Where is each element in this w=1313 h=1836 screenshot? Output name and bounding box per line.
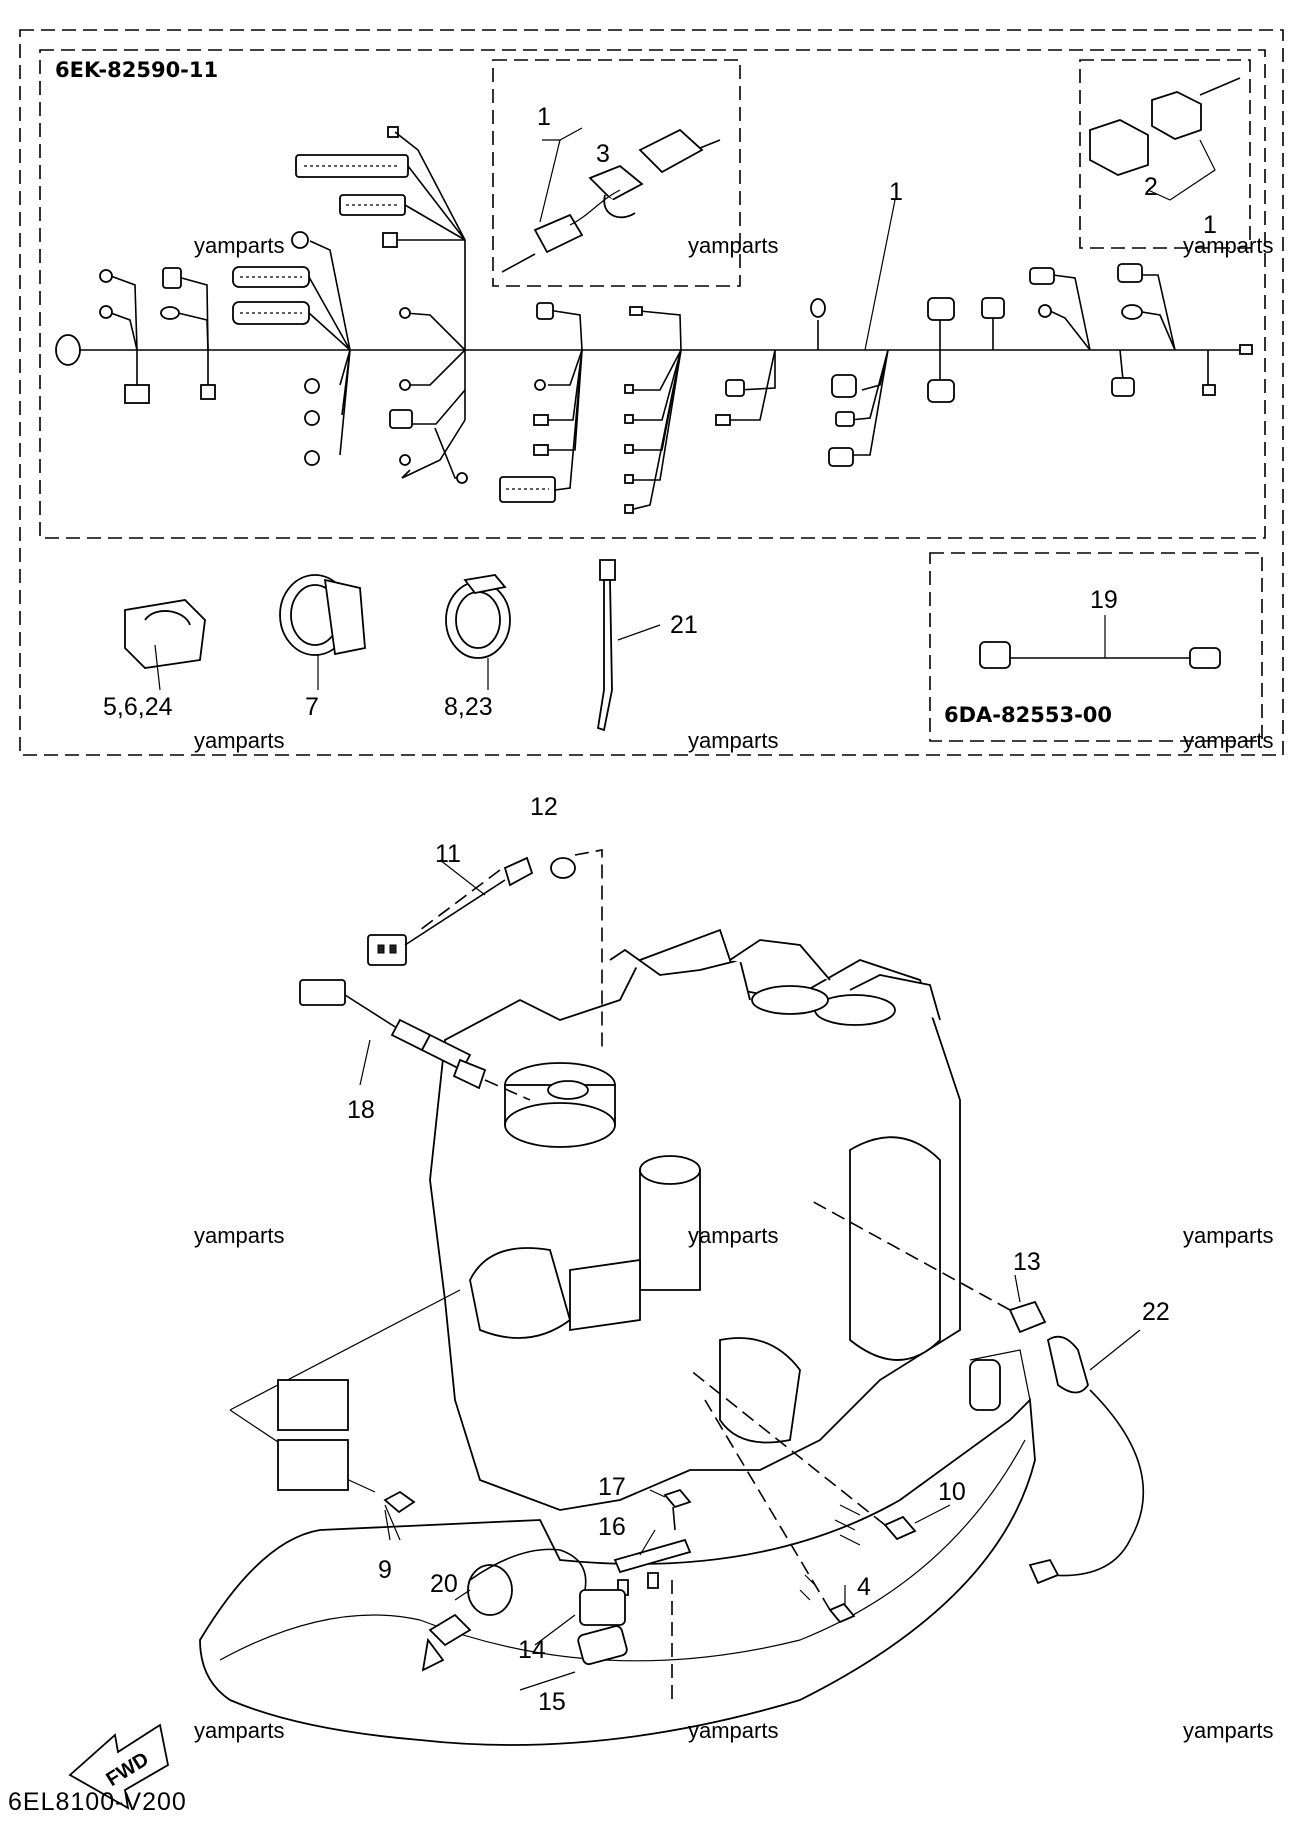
sensor-11: [367, 856, 534, 966]
bolt-9: [229, 1289, 461, 1541]
callout-12: 12: [530, 793, 558, 821]
watermark: yamparts: [1183, 1223, 1273, 1248]
harness-kit-code: 6EK-82590-11: [55, 58, 218, 82]
watermark: yamparts: [1183, 233, 1273, 258]
bolt-10: [689, 1369, 917, 1546]
watermark: yamparts: [194, 1718, 284, 1743]
callout-1-c: 1: [1203, 211, 1217, 239]
callout-14: 14: [518, 1636, 546, 1664]
clip-7: [279, 574, 366, 690]
callout-17: 17: [598, 1473, 626, 1501]
callout-11: 11: [435, 840, 461, 868]
grommet-20-cap-14-15: [421, 1548, 628, 1691]
top-kit-frame: [19, 29, 1284, 756]
callout-5-6-24: 5,6,24: [103, 693, 173, 721]
callout-16: 16: [598, 1513, 626, 1541]
callout-7: 7: [305, 693, 319, 721]
lead-22: [1028, 1329, 1145, 1585]
callout-15: 15: [538, 1688, 566, 1716]
leader-lines: [359, 859, 1021, 1605]
multi-pin-connectors: [232, 126, 409, 325]
diagram-code: 6EL8100-V200: [8, 1788, 187, 1816]
watermark: yamparts: [688, 233, 778, 258]
connector-item-2: [1089, 77, 1241, 201]
callout-10: 10: [938, 1478, 966, 1506]
sub-harness-item-3: [501, 127, 721, 273]
wire-harness: [55, 126, 1253, 514]
callout-1-a: 1: [537, 103, 551, 131]
callout-19: 19: [1090, 586, 1118, 614]
callout-9: 9: [378, 1556, 392, 1584]
cable-tie-21: [596, 559, 661, 732]
watermarks: yamparts yamparts yamparts yamparts yamp…: [194, 233, 1273, 1743]
callout-20: 20: [430, 1570, 458, 1598]
callout-21: 21: [670, 611, 698, 639]
callout-8-23: 8,23: [444, 693, 493, 721]
sensor-18: [299, 979, 531, 1101]
callout-22: 22: [1142, 1298, 1170, 1326]
watermark: yamparts: [688, 728, 778, 753]
callout-labels: 1 3 1 2 1 21 19 5,6,24 7 8,23 12 11 18 1…: [103, 103, 1217, 1716]
sensor-13: [809, 1199, 1047, 1334]
sub-lead-code: 6DA-82553-00: [944, 703, 1112, 727]
clip-5-6-24: [124, 599, 206, 691]
watermark: yamparts: [194, 728, 284, 753]
watermark: yamparts: [194, 233, 284, 258]
callout-3: 3: [596, 140, 610, 168]
bolt-17-bracket-16: [613, 1488, 692, 1700]
watermark: yamparts: [1183, 1718, 1273, 1743]
engine-block: [199, 928, 1036, 1746]
watermark: yamparts: [688, 1223, 778, 1248]
clip-8-23: [445, 574, 511, 690]
watermark: yamparts: [194, 1223, 284, 1248]
callout-4: 4: [857, 1573, 871, 1601]
lead-wire-19: [979, 615, 1221, 669]
bolt-4: [704, 1399, 856, 1624]
watermark: yamparts: [688, 1718, 778, 1743]
callout-1-b: 1: [889, 178, 903, 206]
callout-2: 2: [1144, 173, 1158, 201]
watermark: yamparts: [1183, 728, 1273, 753]
gasket-12: [550, 849, 603, 1050]
callout-18: 18: [347, 1096, 375, 1124]
callout-13: 13: [1013, 1248, 1041, 1276]
fwd-arrow: [68, 1723, 170, 1810]
